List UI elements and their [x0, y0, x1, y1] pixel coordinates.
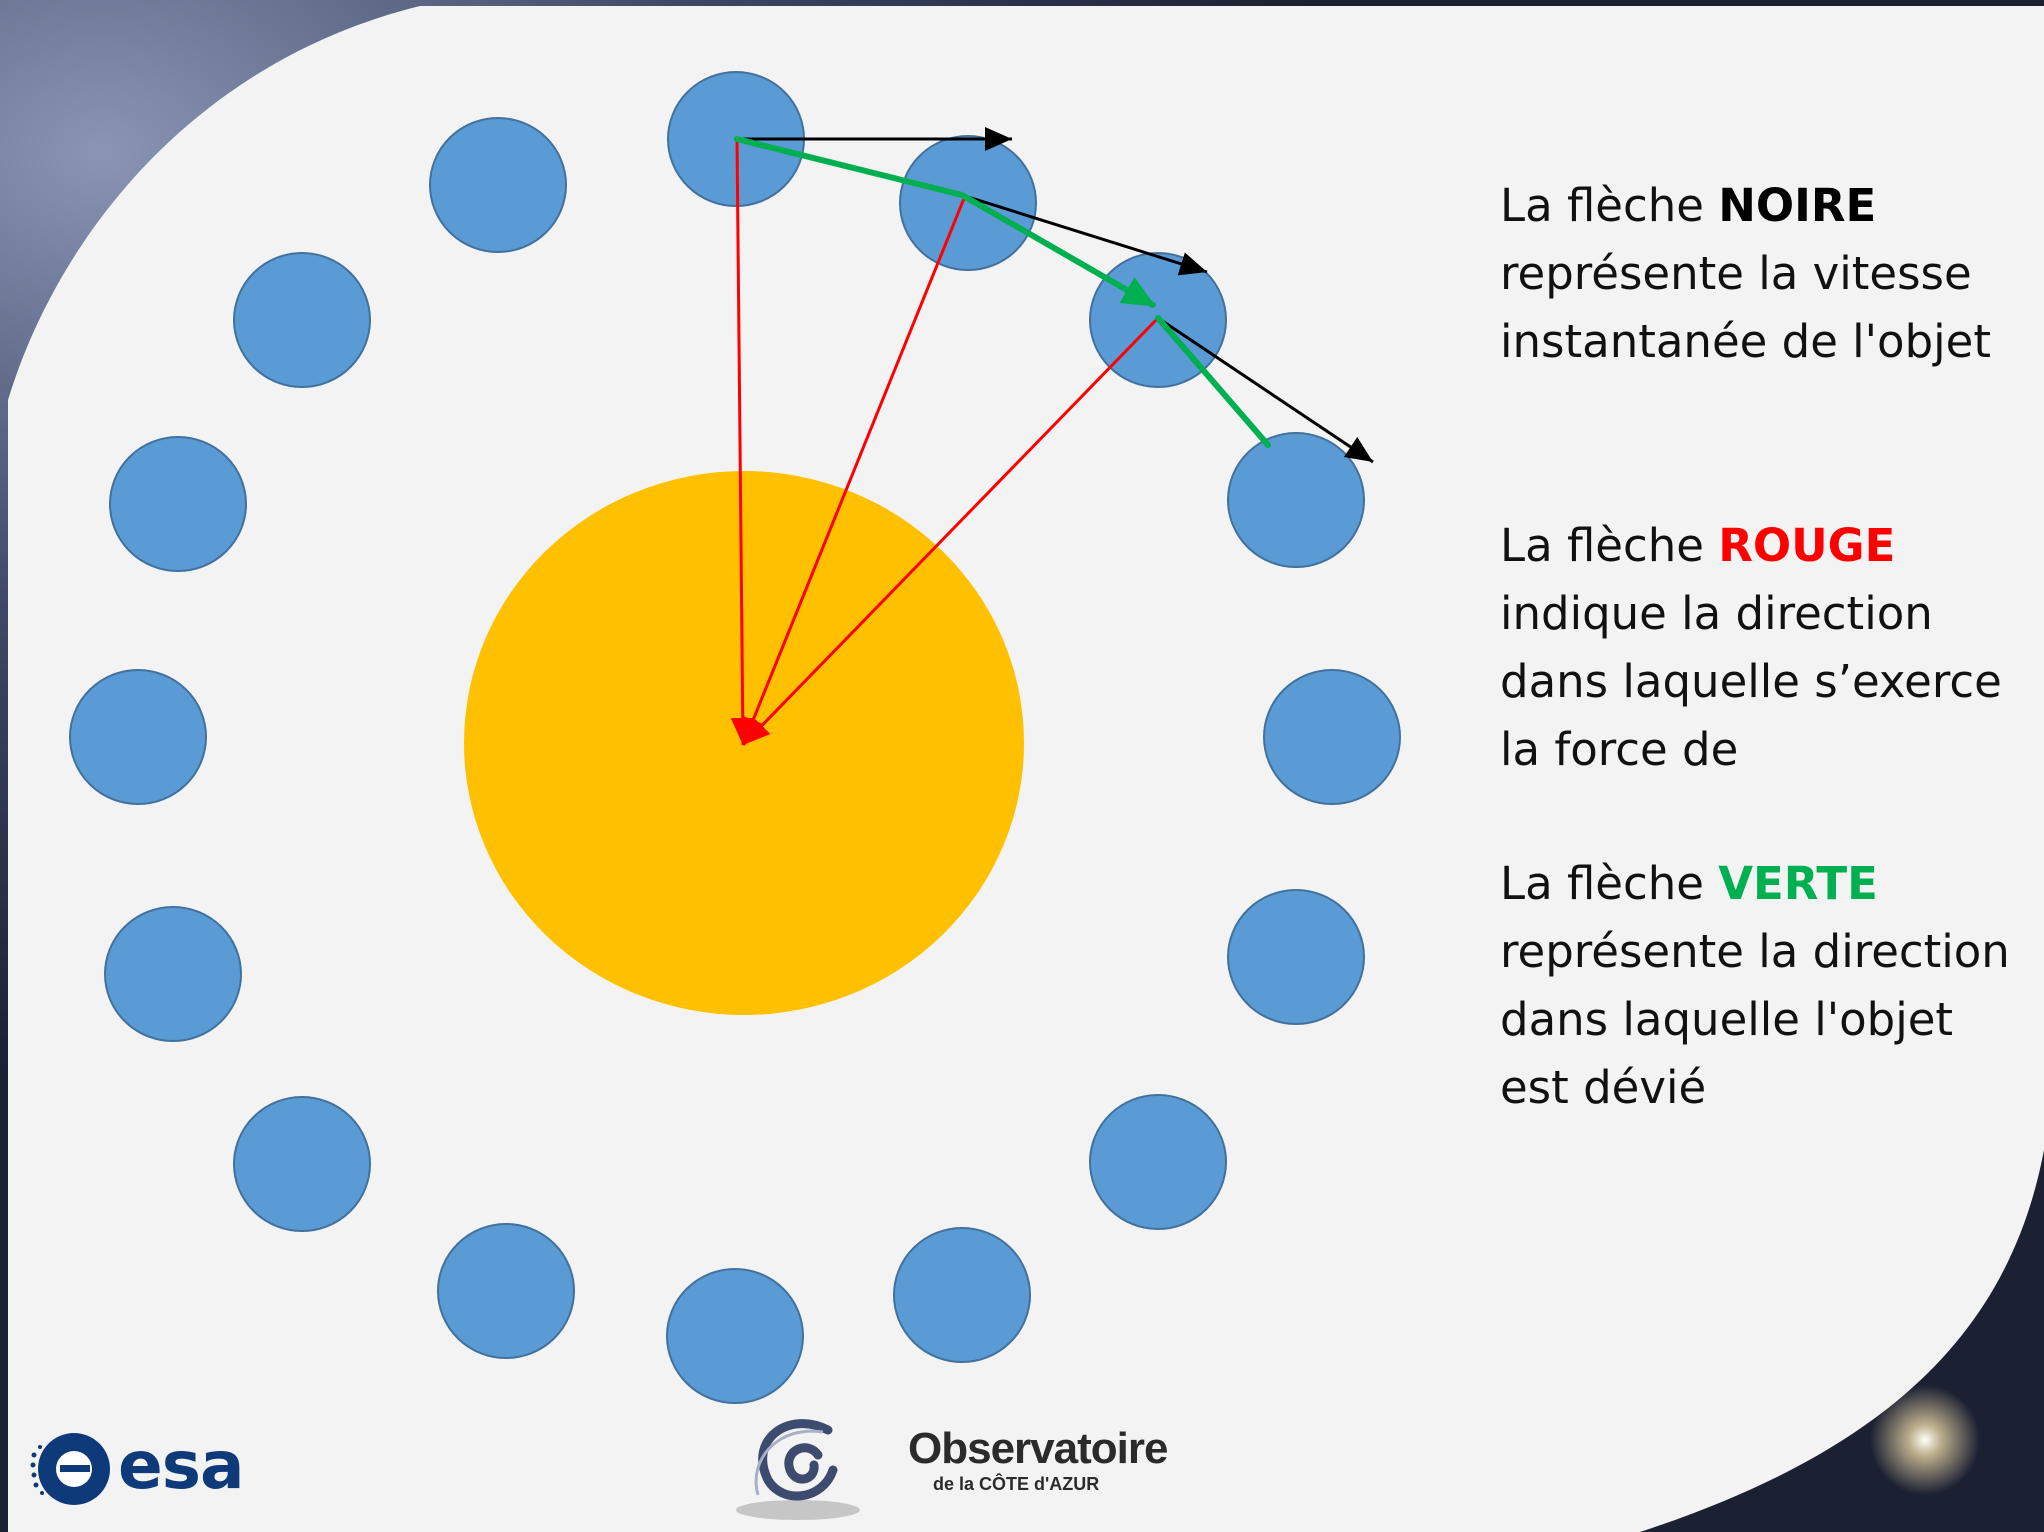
orbiting-object	[233, 1096, 371, 1232]
orbiting-object	[1089, 1094, 1227, 1230]
orbiting-object	[233, 252, 371, 388]
deflection-arrow-green	[1155, 315, 1271, 448]
orbiting-object	[69, 669, 207, 805]
legend-green-rest: représente la direction dans laquelle l'…	[1500, 925, 2010, 1114]
force-arrow-red	[741, 195, 967, 746]
orbiting-object	[109, 436, 247, 572]
orbiting-object	[899, 135, 1037, 271]
orbit-positions	[69, 71, 1401, 1404]
deflection-arrow-green	[734, 136, 965, 198]
legend-red-text: La flèche ROUGE indique la direction dan…	[1500, 512, 2020, 784]
legend-green-arrow: La flèche VERTE représente la direction …	[1500, 850, 2020, 1122]
oca-logo-title: Observatoire	[908, 1424, 1168, 1473]
legend-red-rest: indique la direction dans laquelle s’exe…	[1500, 587, 2002, 776]
esa-logo-text: esa	[118, 1427, 245, 1504]
orbiting-object	[429, 117, 567, 253]
orbiting-object	[437, 1223, 575, 1359]
legend-black-text: La flèche NOIRE représente la vitesse in…	[1500, 172, 2020, 376]
orbiting-object	[1263, 669, 1401, 805]
orbiting-object	[666, 1268, 804, 1404]
force-arrow-red	[741, 316, 1160, 747]
velocity-arrow-black	[964, 194, 1208, 276]
legend-black-arrow: La flèche NOIRE représente la vitesse in…	[1500, 172, 2020, 376]
esa-logo: esa	[30, 1425, 260, 1510]
legend-green-prefix: La flèche	[1500, 857, 1719, 910]
legend-black-prefix: La flèche	[1500, 179, 1719, 232]
legend-black-keyword: NOIRE	[1718, 179, 1877, 232]
oca-spiral-logo-icon	[736, 1419, 860, 1520]
orbiting-object	[1227, 432, 1365, 568]
oca-logo-subtitle: de la CÔTE d'AZUR	[933, 1474, 1100, 1494]
force-arrow-red	[730, 138, 755, 746]
legend-red-prefix: La flèche	[1500, 519, 1719, 572]
orbiting-object	[104, 906, 242, 1042]
legend-green-keyword: VERTE	[1718, 857, 1878, 910]
legend-black-rest: représente la vitesse instantanée de l'o…	[1500, 247, 1991, 368]
orbiting-object	[1227, 889, 1365, 1025]
esa-logo-icon	[30, 1433, 110, 1505]
velocity-arrow-black	[1157, 316, 1374, 464]
orbiting-object	[893, 1227, 1031, 1363]
deflection-arrow-green	[959, 192, 1156, 308]
legend-green-text: La flèche VERTE représente la direction …	[1500, 850, 2020, 1122]
legend-red-keyword: ROUGE	[1718, 519, 1896, 572]
legend-red-arrow: La flèche ROUGE indique la direction dan…	[1500, 512, 2020, 784]
oca-logo: Observatoire de la CÔTE d'AZUR	[728, 1410, 1168, 1530]
